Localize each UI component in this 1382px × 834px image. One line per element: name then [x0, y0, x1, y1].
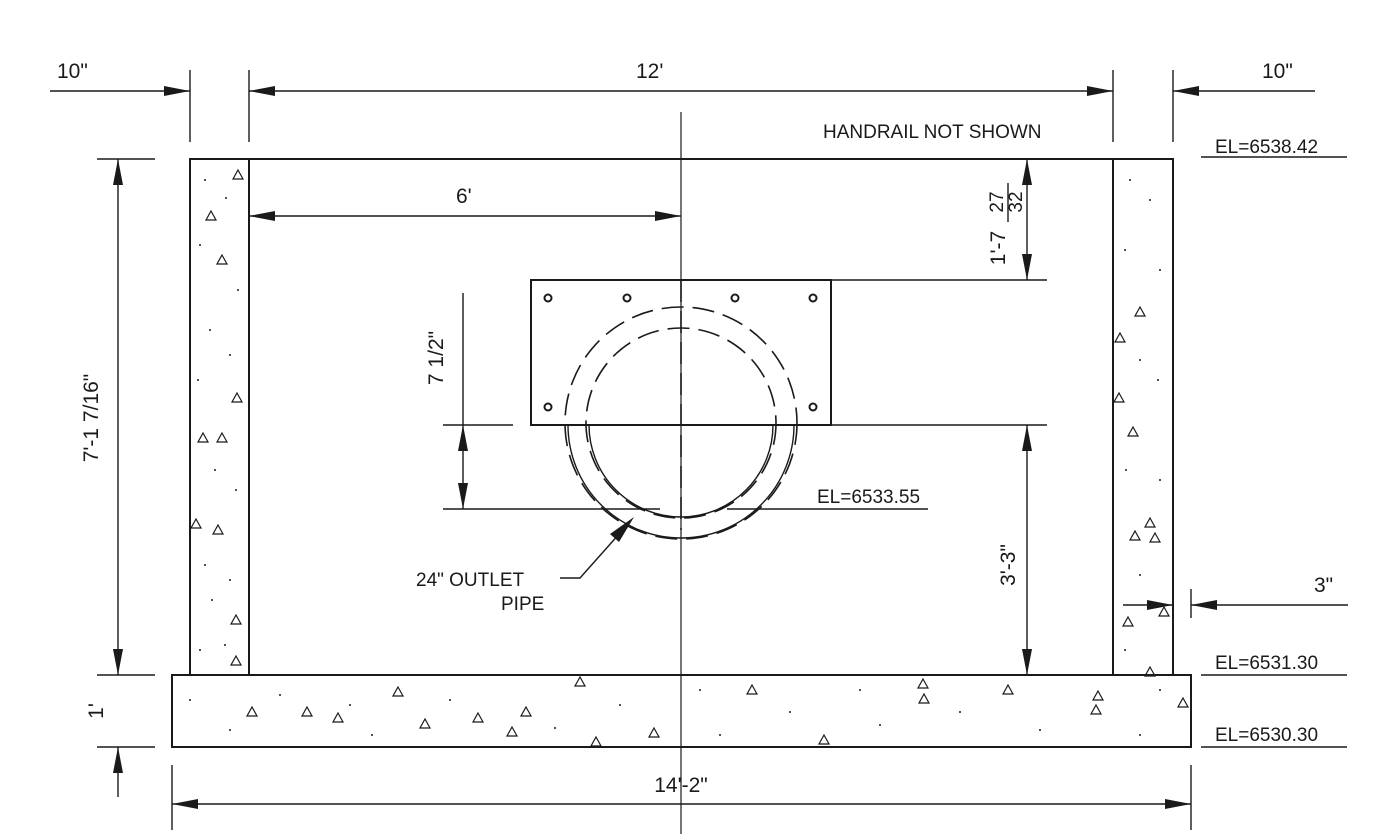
right-wall-aggregate: [1113, 179, 1170, 677]
right-wall: [1112, 158, 1174, 676]
dim-interior-width: 12': [636, 60, 663, 83]
plate-bolt-holes: [543, 293, 818, 412]
pipe-hidden-outer: [564, 306, 798, 540]
dim-base-thickness: 1': [85, 703, 108, 719]
note-pipe-line1: 24" OUTLET: [416, 570, 525, 591]
dim-wall-height: 7'-1 7/16": [80, 374, 103, 463]
pipe-outer-arc: [567, 424, 795, 539]
dim-top-to-plate: 1'-7: [987, 231, 1010, 265]
note-handrail: HANDRAIL NOT SHOWN: [823, 122, 1042, 143]
left-wall: [189, 158, 250, 676]
dim-half-width: 6': [456, 185, 472, 208]
dim-wall-left: 10": [57, 60, 88, 83]
elevation-top: EL=6538.42: [1215, 137, 1318, 158]
elevation-floor: EL=6531.30: [1215, 653, 1318, 674]
dim-wall-offset: 3": [1314, 574, 1333, 597]
extension-lines: [97, 70, 1347, 830]
dim-base-width: 14'-2": [654, 774, 708, 797]
base-aggregate: [189, 676, 1189, 747]
note-pipe-line2: PIPE: [501, 594, 544, 615]
elevation-pipe-invert: EL=6533.55: [817, 487, 920, 508]
dim-top-to-plate-numerator: 27: [987, 191, 1008, 212]
dim-wall-right: 10": [1262, 60, 1293, 83]
elevation-base-bottom: EL=6530.30: [1215, 725, 1318, 746]
dim-top-to-plate-denominator: 32: [1006, 191, 1027, 212]
dim-plate-height: 7 1/2": [425, 331, 448, 385]
dim-plate-to-base: 3'-3": [997, 544, 1020, 586]
dimension-lines: [50, 86, 1348, 809]
left-wall-aggregate: [190, 169, 244, 666]
